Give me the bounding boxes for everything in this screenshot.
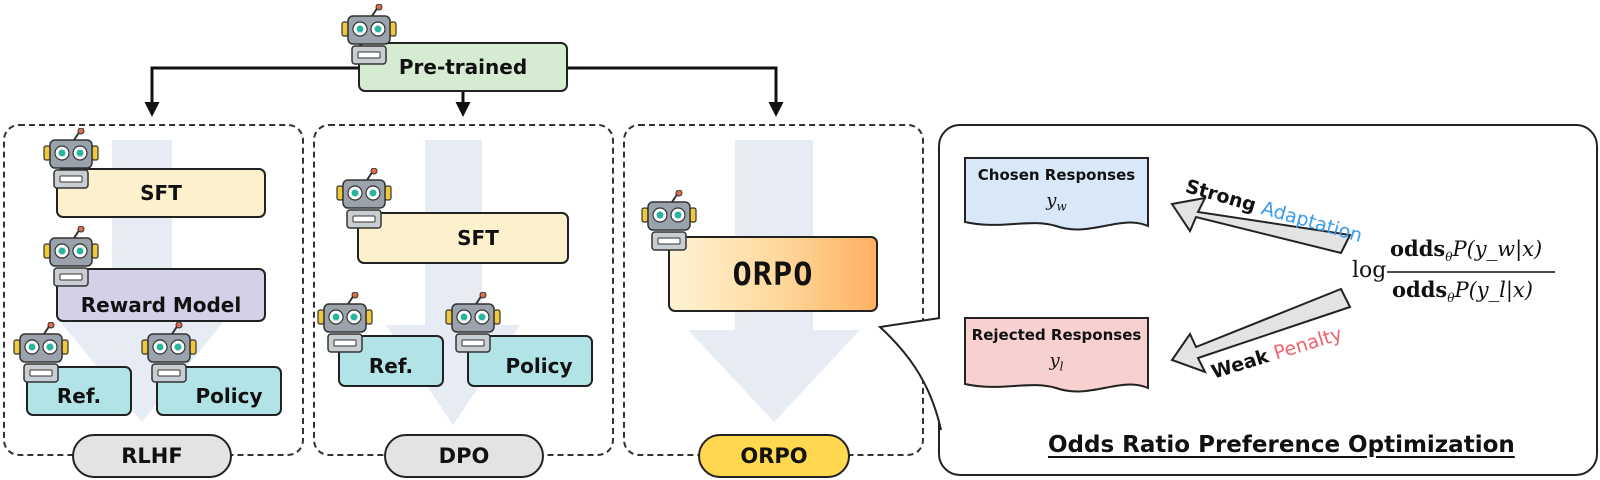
robot-icon <box>42 225 100 292</box>
robot-icon <box>340 3 398 70</box>
rlhf-reward-model-label: Reward Model <box>80 293 242 317</box>
numerator-theta: θ <box>1445 250 1453 265</box>
formula-numerator: oddsθP(y_w|x) <box>1390 236 1542 264</box>
robot-icon <box>316 291 374 358</box>
denominator-prob: P(y_l|x) <box>1454 278 1533 302</box>
rejected-var-sub: l <box>1059 359 1064 374</box>
robot-icon <box>140 321 198 388</box>
connector-left <box>144 66 358 117</box>
chosen-variable: yw <box>965 190 1148 214</box>
connector-right <box>568 66 784 117</box>
orpo-label: ORPO <box>740 444 808 468</box>
dpo-policy-label: Policy <box>505 354 573 378</box>
rlhf-policy-label: Policy <box>195 384 263 408</box>
chosen-responses-title: Chosen Responses <box>977 166 1136 184</box>
denominator-theta: θ <box>1447 291 1455 306</box>
rejected-responses: Rejected Responses yl <box>965 318 1148 374</box>
rlhf-sft-box: SFT <box>56 168 266 218</box>
robot-icon <box>42 127 100 194</box>
chosen-var-y: y <box>1046 190 1057 211</box>
log-text: log <box>1352 258 1387 283</box>
dpo-sft-label: SFT <box>457 226 499 250</box>
orpo-box: ORPO <box>668 236 878 312</box>
formula-denominator: oddsθP(y_l|x) <box>1392 277 1533 305</box>
numerator-odds: odds <box>1390 236 1446 261</box>
robot-icon <box>640 189 698 256</box>
orpo-box-label: ORPO <box>732 255 814 293</box>
dpo-ref-label: Ref. <box>368 354 414 378</box>
chosen-doc-shape <box>964 157 1149 231</box>
rlhf-reward-model-box: Reward Model <box>56 268 266 322</box>
log-operator: log <box>1352 258 1386 283</box>
pretrained-box: Pre-trained <box>358 42 568 92</box>
rlhf-sft-label: SFT <box>140 181 182 205</box>
rlhf-label: RLHF <box>121 444 183 468</box>
callout-tail <box>877 317 942 431</box>
dpo-sft-box: SFT <box>357 212 569 264</box>
denominator-odds: odds <box>1392 277 1448 302</box>
chosen-var-sub: w <box>1056 199 1067 214</box>
rlhf-ref-label: Ref. <box>56 384 102 408</box>
orpo-detail-title: Odds Ratio Preference Optimization <box>1048 432 1515 458</box>
dpo-label-pill: DPO <box>384 434 544 478</box>
pretrained-label: Pre-trained <box>398 55 528 79</box>
robot-icon <box>335 167 393 234</box>
weak-penalty-arrow <box>1170 287 1352 374</box>
robot-icon <box>12 321 70 388</box>
rejected-var-y: y <box>1049 350 1060 371</box>
robot-icon <box>444 291 502 358</box>
rejected-doc-shape <box>964 317 1149 393</box>
chosen-responses: Chosen Responses yw <box>965 158 1148 214</box>
orpo-label-pill: ORPO <box>698 434 850 478</box>
rejected-responses-title: Rejected Responses <box>971 326 1142 344</box>
strong-adaptation-arrow <box>1170 196 1352 255</box>
numerator-prob: P(y_w|x) <box>1452 237 1543 261</box>
dpo-label: DPO <box>438 444 490 468</box>
rejected-variable: yl <box>965 350 1148 374</box>
rlhf-label-pill: RLHF <box>72 434 232 478</box>
